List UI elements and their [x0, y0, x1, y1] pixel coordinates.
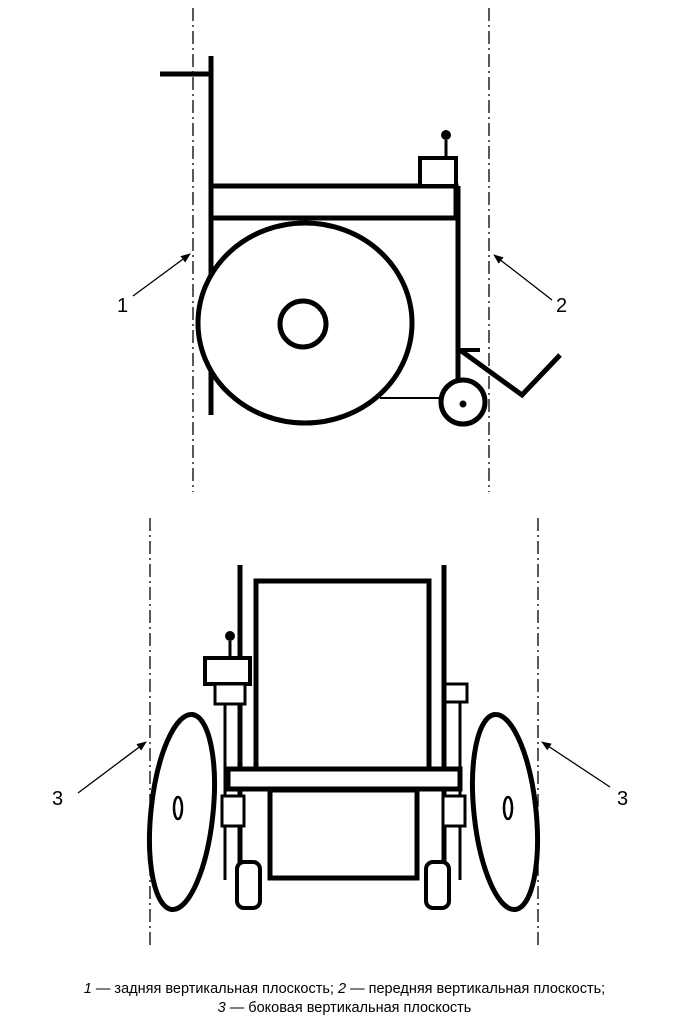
front-control-base — [213, 682, 247, 706]
front-joystick-knob-icon — [225, 631, 235, 641]
arrow-2 — [493, 254, 553, 301]
legend-line-2: 3 — боковая вертикальная плоскость — [0, 999, 689, 1018]
left-footplate — [220, 794, 246, 828]
left-caster — [235, 860, 262, 910]
left-wheel-hub — [172, 795, 184, 821]
seat-frame — [208, 183, 459, 221]
joystick-knob-icon — [441, 130, 451, 140]
side-view: 1 2 — [117, 8, 567, 492]
label-3-right: 3 — [617, 788, 628, 810]
backrest — [253, 578, 432, 772]
rear-wheel-hub — [277, 298, 329, 350]
legend-text-1: — задняя вертикальная плоскость; — [91, 981, 338, 997]
label-3-left: 3 — [52, 788, 63, 810]
label-2: 2 — [556, 295, 567, 317]
legend-num-1: 1 — [83, 981, 92, 997]
right-armrest-bracket — [443, 682, 469, 704]
legend-num-3: 3 — [217, 1000, 226, 1016]
arrow-3-left — [77, 741, 147, 794]
figure-legend: 1 — задняя вертикальная плоскость; 2 — п… — [0, 980, 689, 1018]
legend-text-2: — передняя вертикальная плоскость; — [346, 981, 606, 997]
legend-line-1: 1 — задняя вертикальная плоскость; 2 — п… — [0, 980, 689, 999]
arrow-3-right — [541, 741, 611, 788]
right-caster — [424, 860, 451, 910]
right-footplate — [441, 794, 467, 828]
arrow-1 — [132, 253, 191, 297]
front-control-box — [203, 656, 252, 686]
crossbar — [225, 766, 463, 792]
front-caster-hub — [459, 400, 467, 408]
seat-panel — [267, 787, 420, 881]
legend-text-3: — боковая вертикальная плоскость — [225, 1000, 472, 1016]
control-box — [418, 156, 458, 188]
right-wheel-hub — [502, 795, 514, 821]
footrest — [458, 347, 562, 399]
front-view: 3 3 — [52, 518, 628, 945]
label-1: 1 — [117, 295, 128, 317]
legend-num-2: 2 — [338, 981, 347, 997]
